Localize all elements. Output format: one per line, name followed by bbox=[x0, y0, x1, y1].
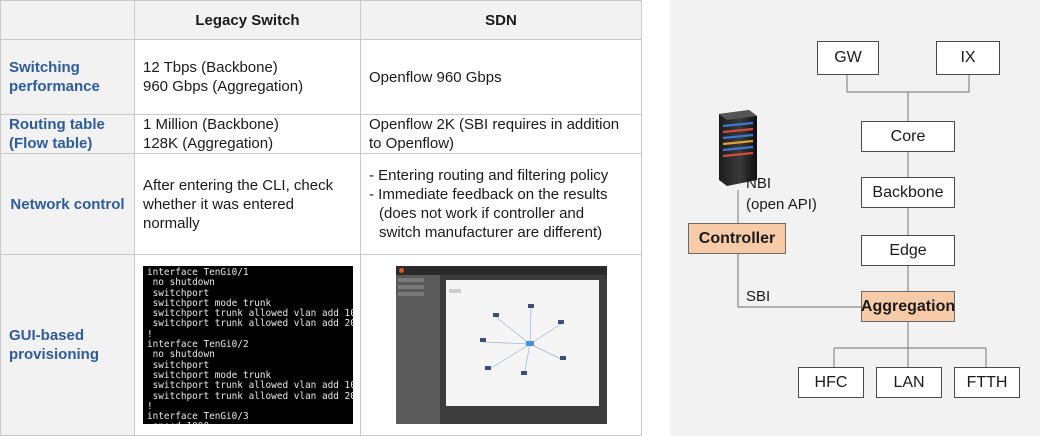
cell-line: 1 Million (Backbone) bbox=[143, 116, 279, 133]
cell-line: to Openflow) bbox=[369, 135, 455, 152]
cell-legacy-network-control: After entering the CLI, check whether it… bbox=[134, 153, 361, 255]
gui-sidebar-item bbox=[397, 292, 424, 296]
node-edge: Edge bbox=[861, 235, 955, 266]
gui-topology-graph bbox=[479, 304, 566, 376]
row-label-routing: Routing table (Flow table) bbox=[0, 114, 135, 154]
header-legacy-switch: Legacy Switch bbox=[134, 0, 361, 40]
network-diagram-panel: GW IX Core Backbone Edge Controller Aggr… bbox=[670, 0, 1040, 436]
table-row: Switching performance 12 Tbps (Backbone)… bbox=[0, 39, 642, 115]
terminal-line: interface TenGi0/3 bbox=[147, 411, 249, 423]
node-core: Core bbox=[861, 121, 955, 152]
terminal-line: switchport mode trunk bbox=[147, 297, 272, 309]
cell-line: normally bbox=[143, 214, 200, 232]
comparison-table: Legacy Switch SDN Switching performance … bbox=[0, 0, 642, 436]
terminal-line: switchport trunk allowed vlan add 100 bbox=[147, 308, 353, 320]
table-header-row: Legacy Switch SDN bbox=[0, 0, 642, 40]
gui-sidebar-item bbox=[397, 285, 424, 289]
cell-line: switch manufacturer are different) bbox=[379, 224, 603, 241]
node-aggregation: Aggregation bbox=[861, 291, 955, 322]
terminal-line: interface TenGi0/2 bbox=[147, 339, 249, 351]
table-row: Routing table (Flow table) 1 Million (Ba… bbox=[0, 114, 642, 154]
terminal-line: interface TenGi0/1 bbox=[147, 267, 249, 278]
row-label-switching: Switching performance bbox=[0, 39, 135, 115]
cell-legacy-gui: interface TenGi0/1 no shutdown switchpor… bbox=[134, 254, 361, 436]
gui-switch-icon bbox=[520, 371, 527, 375]
gui-logo-icon bbox=[398, 268, 404, 273]
node-hfc: HFC bbox=[798, 367, 864, 398]
terminal-line: no shutdown bbox=[147, 349, 215, 361]
gui-switch-icon bbox=[527, 304, 534, 308]
cell-line: - Entering routing and filtering policy bbox=[369, 167, 609, 184]
cell-legacy-routing: 1 Million (Backbone) 128K (Aggregation) bbox=[134, 114, 361, 154]
cli-terminal-screenshot: interface TenGi0/1 no shutdown switchpor… bbox=[143, 266, 353, 424]
gui-controller-icon bbox=[525, 341, 534, 346]
cell-line: After entering the CLI, check bbox=[143, 176, 334, 194]
terminal-line: ! bbox=[147, 328, 153, 340]
row-label-line: performance bbox=[9, 78, 100, 95]
label-nbi: NBI bbox=[746, 175, 772, 192]
gui-sidebar-item bbox=[397, 278, 424, 282]
terminal-line: switchport trunk allowed vlan add 100 bbox=[147, 380, 353, 392]
gui-switch-icon bbox=[492, 313, 499, 317]
cell-line: Openflow 2K (SBI requires in addition bbox=[369, 116, 620, 133]
node-gw: GW bbox=[817, 41, 879, 75]
cell-sdn-switching: Openflow 960 Gbps bbox=[360, 39, 642, 115]
row-label-line: (Flow table) bbox=[9, 135, 93, 152]
cell-line: - Immediate feedback on the results bbox=[369, 186, 608, 203]
row-label-gui-provisioning: GUI-based provisioning bbox=[0, 254, 135, 436]
terminal-line: switchport bbox=[147, 287, 210, 299]
label-open-api: (open API) bbox=[746, 196, 817, 213]
terminal-line: switchport trunk allowed vlan add 200 bbox=[147, 318, 353, 330]
node-ftth: FTTH bbox=[954, 367, 1020, 398]
cell-line: Openflow 960 Gbps bbox=[369, 68, 502, 86]
cell-sdn-routing: Openflow 2K (SBI requires in addition to… bbox=[360, 114, 642, 154]
cell-line: (does not work if controller and bbox=[379, 205, 585, 222]
sdn-topology-gui-screenshot bbox=[395, 266, 607, 424]
terminal-line: switchport trunk allowed vlan add 200 bbox=[147, 390, 353, 402]
label-sbi: SBI bbox=[746, 288, 771, 305]
node-ix: IX bbox=[936, 41, 1000, 75]
terminal-line: speed 1000 bbox=[147, 422, 353, 424]
cell-legacy-switching: 12 Tbps (Backbone) 960 Gbps (Aggregation… bbox=[134, 39, 361, 115]
gui-sidebar bbox=[395, 275, 440, 424]
cell-sdn-gui bbox=[360, 254, 642, 436]
terminal-line: switchport mode trunk bbox=[147, 369, 272, 381]
cell-sdn-network-control: - Entering routing and filtering policy … bbox=[360, 153, 642, 255]
cell-line: 12 Tbps (Backbone) bbox=[143, 59, 278, 76]
gui-switch-icon bbox=[557, 320, 564, 324]
terminal-line: ! bbox=[147, 400, 153, 412]
gui-topology-canvas bbox=[445, 280, 599, 406]
row-label-network-control: Network control bbox=[0, 153, 135, 255]
terminal-line: no shutdown bbox=[147, 277, 215, 289]
node-lan: LAN bbox=[876, 367, 942, 398]
comparison-table-region: Legacy Switch SDN Switching performance … bbox=[0, 0, 642, 436]
row-label-line: Routing table bbox=[9, 116, 105, 133]
gui-switch-icon bbox=[479, 338, 486, 342]
gui-canvas-button bbox=[448, 289, 461, 293]
sdn-controller-server-icon bbox=[719, 110, 757, 186]
row-label-line: Switching bbox=[9, 59, 80, 76]
gui-topbar bbox=[395, 266, 607, 275]
table-row: GUI-based provisioning interface TenGi0/… bbox=[0, 254, 642, 436]
table-row: Network control After entering the CLI, … bbox=[0, 153, 642, 255]
header-sdn: SDN bbox=[360, 0, 642, 40]
terminal-line: switchport bbox=[147, 359, 210, 371]
node-controller: Controller bbox=[688, 223, 786, 254]
cell-line: 128K (Aggregation) bbox=[143, 135, 274, 152]
diagram-connections bbox=[737, 75, 987, 367]
row-label-line: GUI-based bbox=[9, 327, 85, 344]
cell-line: whether it was entered bbox=[143, 195, 294, 213]
header-corner bbox=[0, 0, 135, 40]
cell-line: 960 Gbps (Aggregation) bbox=[143, 78, 304, 95]
node-backbone: Backbone bbox=[861, 177, 955, 208]
gui-switch-icon bbox=[559, 356, 566, 360]
row-label-line: Network control bbox=[10, 195, 125, 213]
row-label-line: provisioning bbox=[9, 346, 99, 363]
gui-switch-icon bbox=[484, 366, 491, 370]
